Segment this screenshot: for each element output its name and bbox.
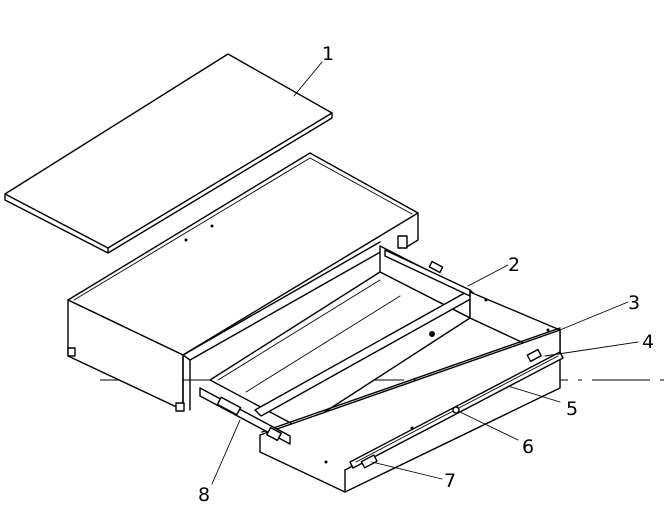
callout-3: 3: [628, 292, 640, 314]
callout-5: 5: [566, 398, 578, 420]
top-panel: [4, 53, 333, 254]
cabinet-housing: [67, 152, 419, 412]
callout-1: 1: [322, 43, 334, 65]
right-slide-rail: [384, 235, 471, 297]
callout-7: 7: [444, 470, 456, 492]
callout-4: 4: [642, 331, 654, 353]
leader-lines: [211, 61, 639, 485]
callout-2: 2: [508, 254, 520, 276]
callout-8: 8: [198, 484, 210, 506]
left-slide-rail: [199, 387, 291, 445]
callout-6: 6: [522, 436, 534, 458]
